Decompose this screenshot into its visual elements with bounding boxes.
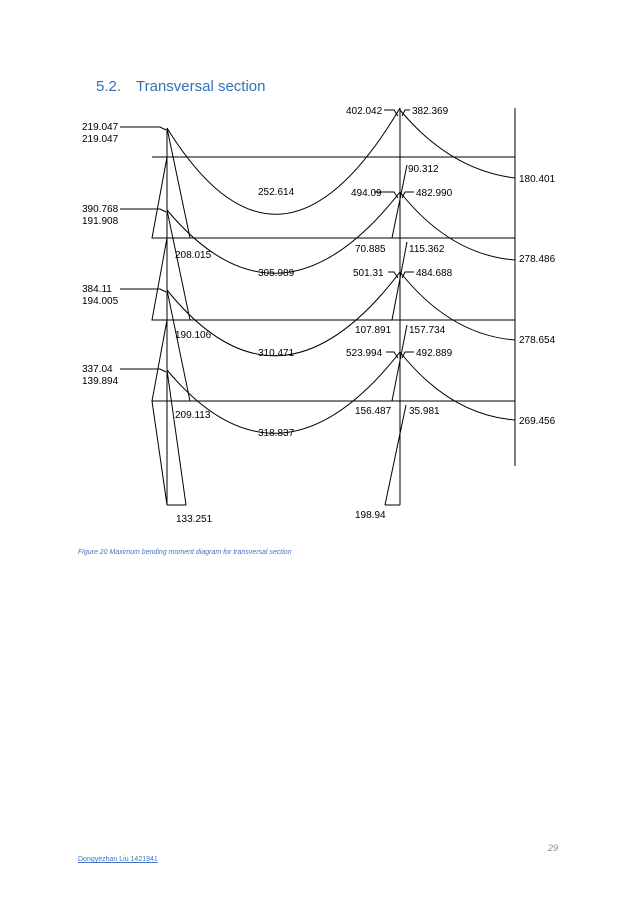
label-f1-span: 318.837 [258,428,295,439]
leader-f3-joint-left [374,191,399,199]
label-f1-right: 269.456 [519,416,556,427]
left-column-base-tick [151,400,168,506]
label-f3-joint-left: 494.09 [351,188,382,199]
section-title: Transversal section [136,78,266,95]
label-f3-span: 305.989 [258,268,295,279]
label-f3-mid-col-left: 70.885 [355,244,386,255]
label-roof-joint-left: 402.042 [346,106,383,117]
label-f2-left-top: 384.11 [82,284,112,295]
label-roof-mid-col: 90.312 [408,164,439,175]
label-roof-span: 252.614 [258,187,295,198]
label-f2-left-bottom: 194.005 [82,296,119,307]
leader-roof-joint-left [384,109,399,117]
label-f3-mid-col-right: 115.362 [409,244,445,255]
leader-f2-joint-right [401,271,414,279]
leader-roof-left [120,126,167,131]
label-f2-joint-left: 501.31 [353,268,384,279]
label-roof-left-top: 219.047 [82,122,119,133]
label-base-left: 133.251 [176,514,213,525]
label-roof-right: 180.401 [519,174,556,185]
label-f3-left-top: 390.768 [82,204,119,215]
footer-author: Dongyezhan Liu 1421941 [78,856,158,863]
mid-col-diag-f3 [391,241,408,321]
leader-roof-joint-right [401,109,410,117]
label-f2-mid-col-left: 107.891 [355,325,392,336]
section-number: 5.2. [96,78,122,95]
mid-col-diag-f2 [391,324,408,402]
label-f2-left-col: 190.106 [175,330,212,341]
label-f1-joint-right: 492.889 [416,348,453,359]
label-roof-left-bottom: 219.047 [82,134,119,145]
label-f3-left-col: 208.015 [175,250,212,261]
leader-f2-joint-left [388,271,399,279]
roof-right-curve [399,109,516,179]
roof-span-curve [166,107,401,215]
leader-f3-left [120,208,167,213]
f2-span-curve [166,271,401,357]
f1-span-curve [166,351,401,434]
label-f1-left-col: 209.113 [175,410,211,421]
label-f1-joint-left: 523.994 [346,348,383,359]
label-f2-span: 310.471 [258,348,295,359]
label-f1-mid-col-right: 35.981 [409,406,440,417]
label-f3-joint-right: 482.990 [416,188,453,199]
label-f1-left-top: 337.04 [82,364,113,375]
f3-span-curve [166,191,401,274]
label-f3-left-bottom: 191.908 [82,216,119,227]
label-f2-mid-col-right: 157.734 [409,325,446,336]
f1-right-curve [399,351,516,421]
f3-right-curve [399,191,516,261]
leader-f1-joint-right [401,351,414,359]
left-column-moment-f2 [151,289,191,402]
figure-caption: Figure 20 Maximum bending moment diagram… [78,549,292,556]
label-f2-joint-right: 484.688 [416,268,453,279]
label-f3-right: 278.486 [519,254,556,265]
label-f1-left-bottom: 139.894 [82,376,119,387]
label-f2-right: 278.654 [519,335,556,346]
label-base-mid: 198.94 [355,510,386,521]
mid-col-diag-roof [391,164,408,239]
mid-col-diag-f1 [384,404,407,506]
section-heading: 5.2. Transversal section [96,78,266,95]
leader-f2-left [120,288,167,293]
f2-right-curve [399,271,516,341]
label-f1-mid-col-left: 156.487 [355,406,392,417]
leader-f1-left [120,368,167,373]
label-roof-joint-right: 382.369 [412,106,449,117]
left-column-moment-f1 [166,369,187,506]
leader-f3-joint-right [401,191,414,199]
page-number: 29 [548,843,559,853]
left-column-moment-f3 [151,209,191,321]
leader-f1-joint-left [386,351,399,359]
left-column-moment-roof [151,127,191,239]
